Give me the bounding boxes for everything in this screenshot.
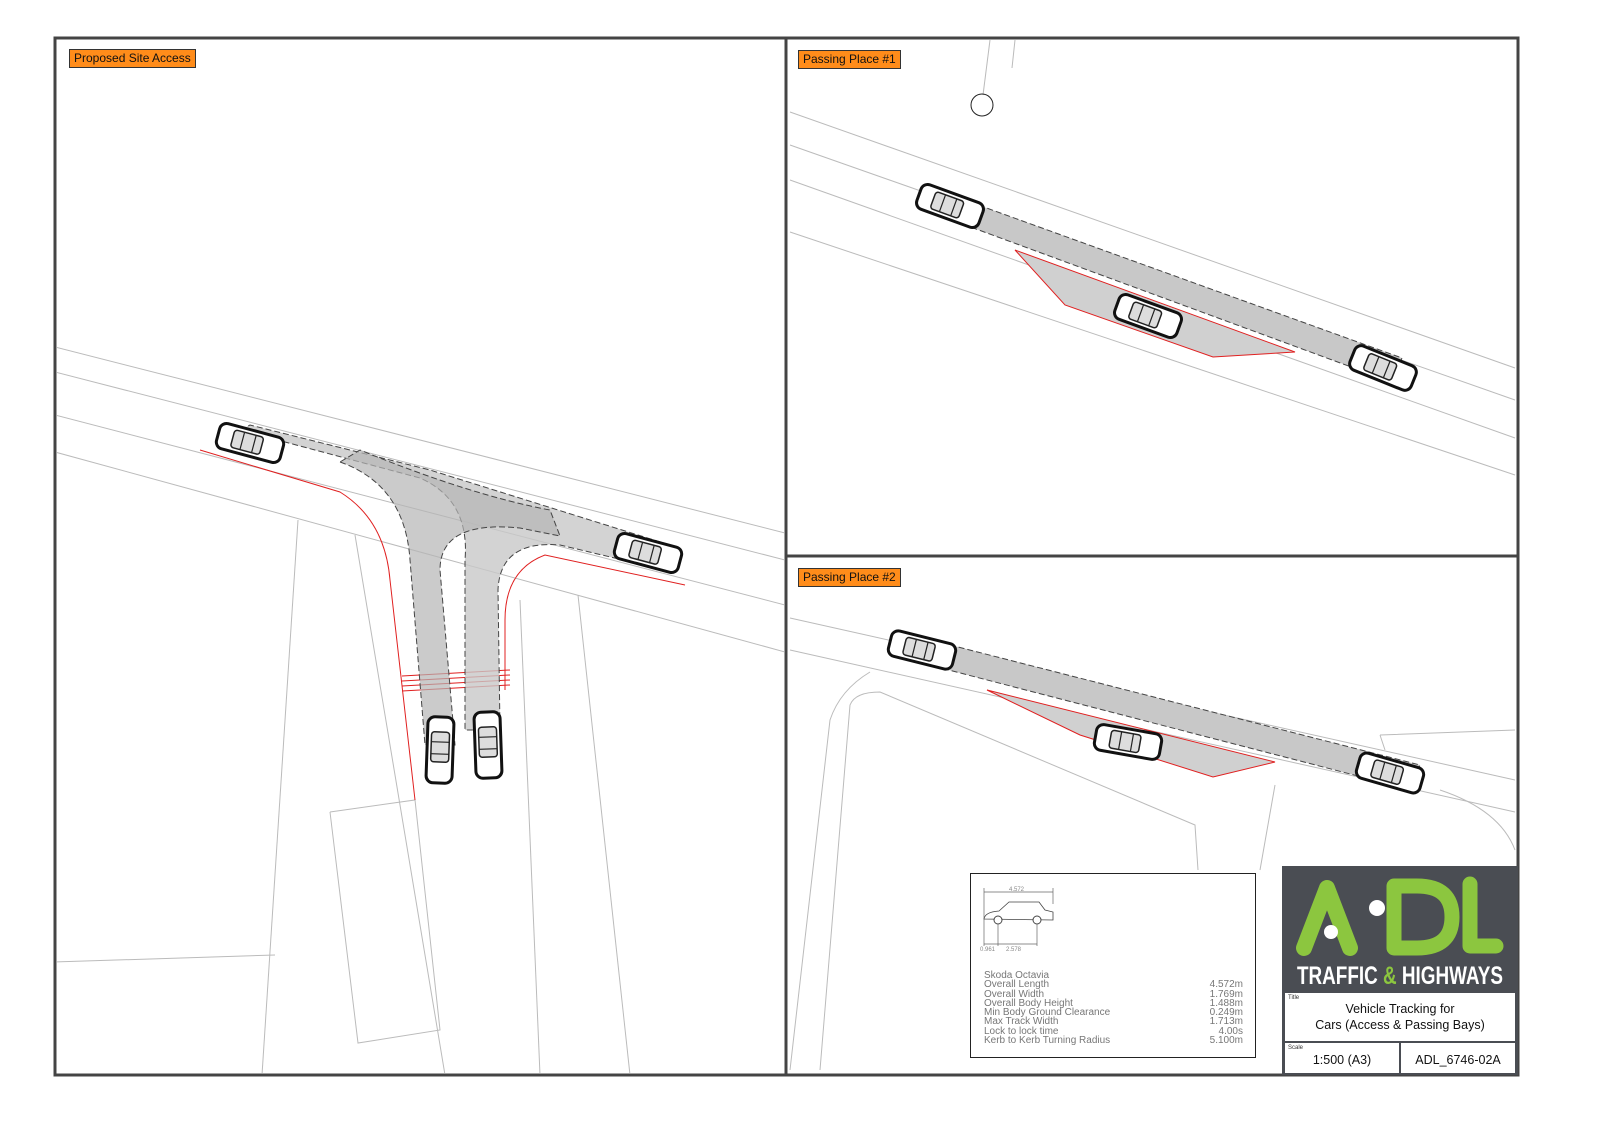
drawing-number: ADL_6746-02A bbox=[1415, 1053, 1501, 1067]
vehicle-spec-box: 4.572 0.961 2.578 Skoda Octavia Overall … bbox=[970, 873, 1256, 1058]
dim-length: 4.572 bbox=[1009, 887, 1025, 893]
panel-label-site-access: Proposed Site Access bbox=[69, 49, 196, 68]
scale-value: 1:500 (A3) bbox=[1312, 1053, 1372, 1067]
adl-logo: TRAFFIC & HIGHWAYS bbox=[1296, 876, 1504, 990]
passing-place-1-plan bbox=[789, 40, 1516, 476]
scale-field: Scale 1:500 (A3) bbox=[1285, 1043, 1399, 1073]
car-side-elevation-icon: 4.572 0.961 2.578 bbox=[980, 887, 1054, 953]
title-line-1: Vehicle Tracking for bbox=[1345, 1002, 1455, 1016]
passing-place-2-plan bbox=[789, 617, 1516, 1071]
panel-label-passing-place-2: Passing Place #2 bbox=[798, 568, 901, 587]
dim-wheelbase: 2.578 bbox=[1006, 947, 1022, 953]
dim-front: 0.961 bbox=[980, 947, 996, 953]
vehicle-name: Skoda Octavia bbox=[984, 970, 1050, 981]
title-line-2: Cars (Access & Passing Bays) bbox=[1315, 1018, 1485, 1032]
svg-text:TRAFFIC & HIGHWAYS: TRAFFIC & HIGHWAYS bbox=[1297, 962, 1503, 990]
site-access-plan bbox=[57, 346, 784, 1073]
panel-label-passing-place-1: Passing Place #1 bbox=[798, 50, 901, 69]
drawing-number-field: ADL_6746-02A bbox=[1401, 1043, 1515, 1073]
title-block: TRAFFIC & HIGHWAYS Title Vehicle Trackin… bbox=[1282, 866, 1518, 1075]
